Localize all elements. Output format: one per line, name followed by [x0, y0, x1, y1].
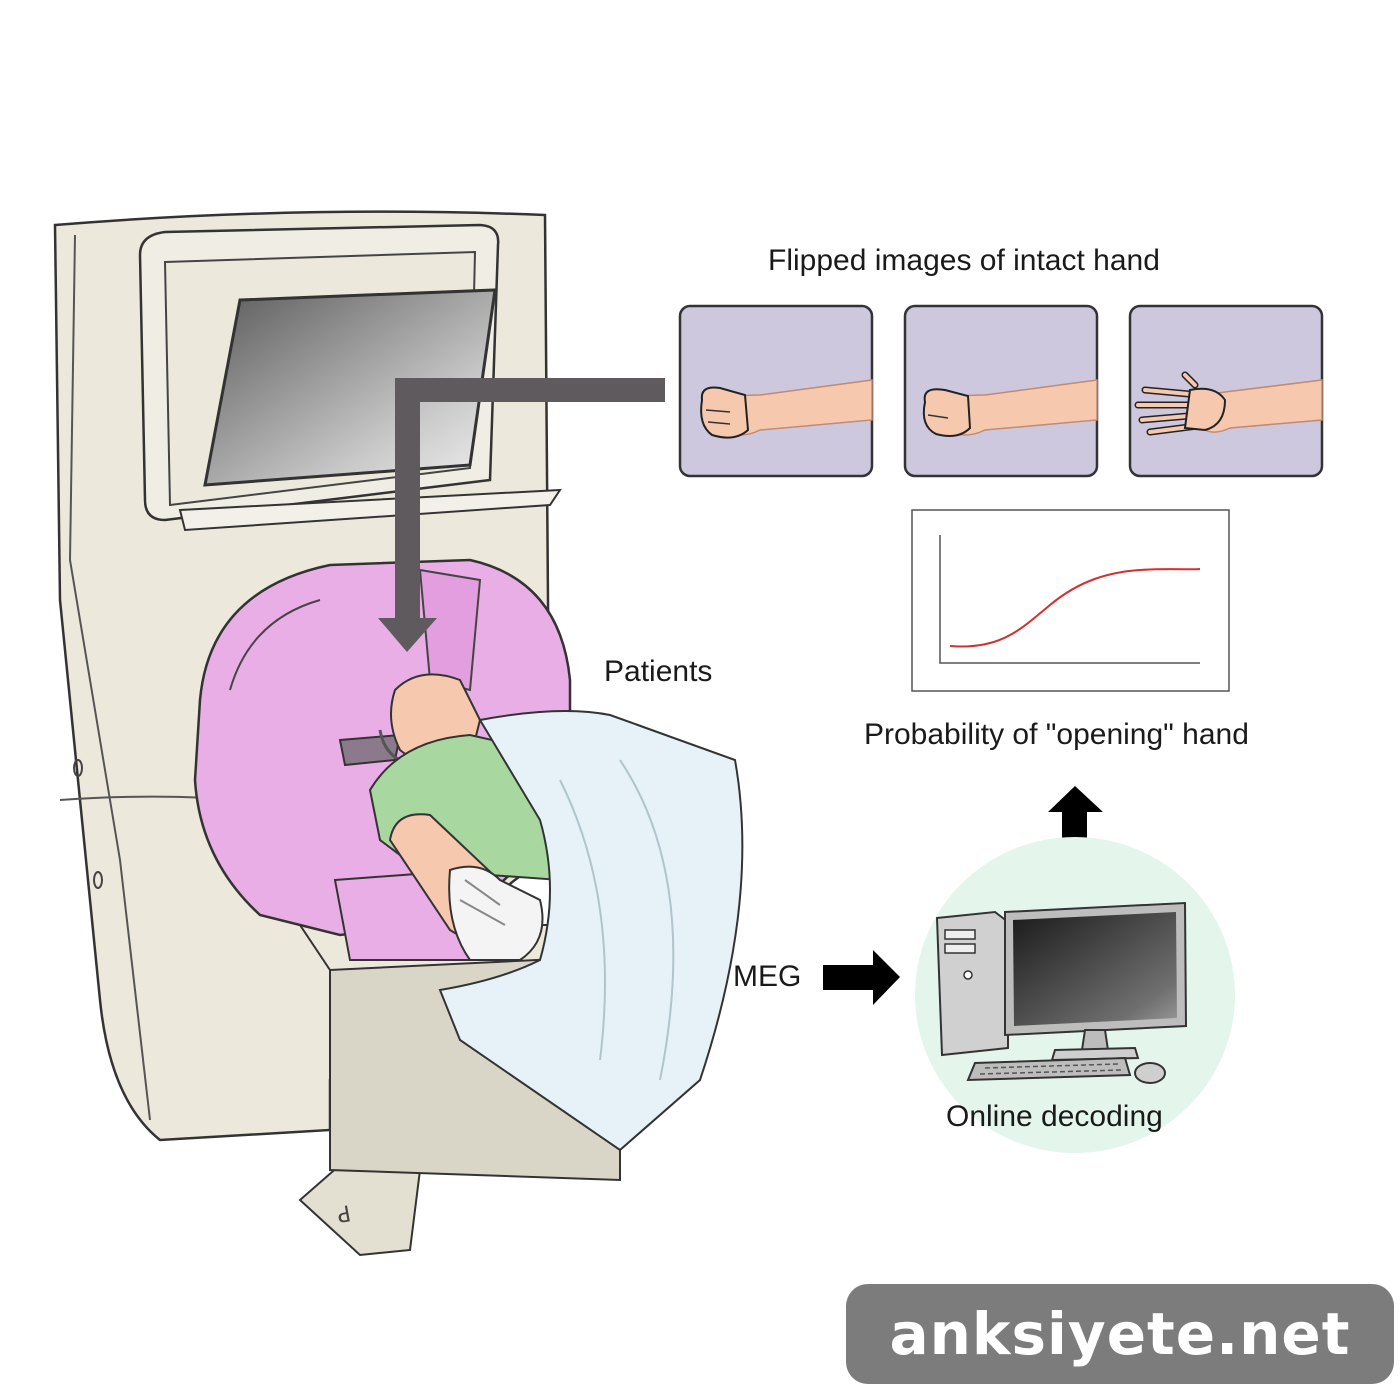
probability-chart	[911, 509, 1230, 692]
mouse-icon	[1134, 1062, 1166, 1084]
meg-label: MEG	[733, 960, 802, 993]
flipped-images-label: Flipped images of intact hand	[768, 244, 1160, 277]
arrow-right-icon	[823, 950, 900, 1005]
hand-panel-1	[678, 304, 874, 478]
patients-label: Patients	[604, 655, 713, 688]
computer-monitor-icon	[1004, 901, 1188, 1062]
svg-text:P: P	[335, 1199, 352, 1226]
patient-figure	[368, 673, 744, 1152]
watermark-text: anksiyete.net	[889, 1300, 1351, 1368]
feedback-arrow-icon	[378, 378, 665, 652]
hand-panel-2	[903, 304, 1099, 478]
probability-label: Probability of "opening" hand	[864, 718, 1249, 751]
online-decoding-label: Online decoding	[946, 1100, 1163, 1133]
hand-panel-3	[1128, 304, 1324, 478]
computer-tower-icon	[935, 910, 1009, 1057]
watermark-badge: anksiyete.net	[846, 1284, 1394, 1384]
keyboard-icon	[966, 1056, 1132, 1082]
arrow-up-icon	[1048, 786, 1103, 858]
